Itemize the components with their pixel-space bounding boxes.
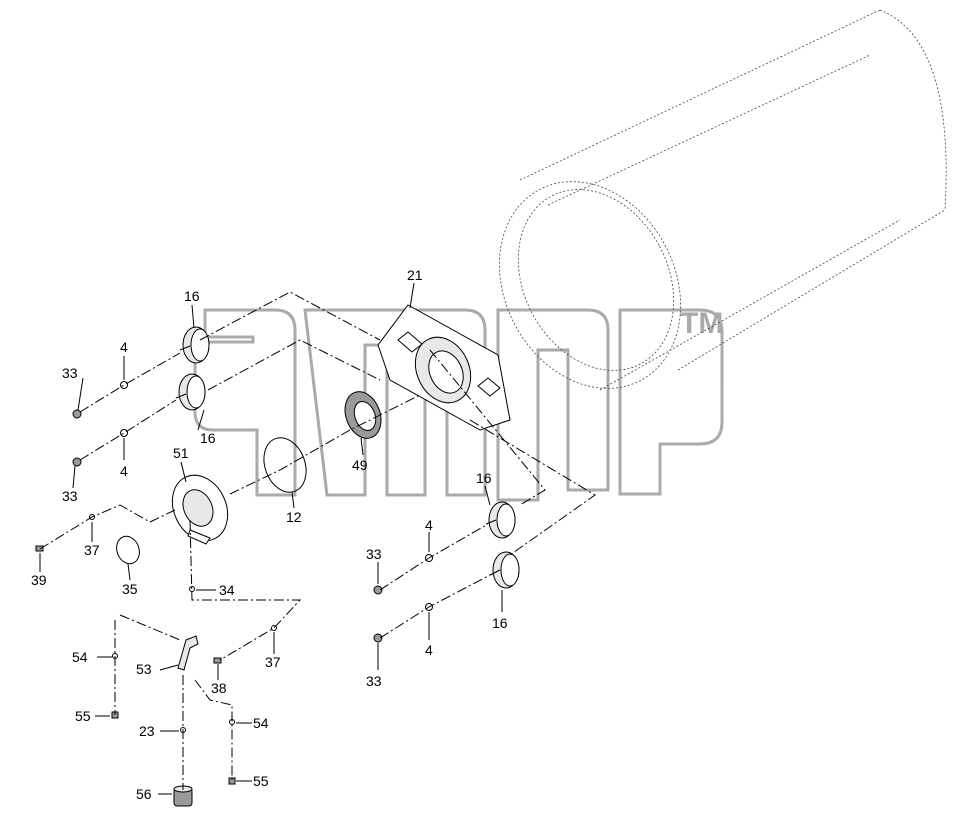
callout-23: 23 xyxy=(139,723,155,739)
callout-4: 4 xyxy=(425,517,433,533)
callout-33: 33 xyxy=(62,488,78,504)
rubber-mount-16-top-left xyxy=(179,326,210,364)
callout-labels: 21 16 4 33 16 4 33 51 12 49 37 39 35 34 … xyxy=(31,267,508,802)
assembly-lines xyxy=(39,291,596,790)
rubber-mount-16-mid-left xyxy=(175,373,206,411)
callout-51: 51 xyxy=(173,445,189,461)
callout-12: 12 xyxy=(286,509,302,525)
callout-21: 21 xyxy=(407,267,423,283)
callout-33: 33 xyxy=(366,673,382,689)
callout-54: 54 xyxy=(72,649,88,665)
drum-cylinder xyxy=(499,9,947,391)
watermark: TM xyxy=(193,307,724,502)
callout-33: 33 xyxy=(62,365,78,381)
callout-35: 35 xyxy=(122,581,138,597)
callout-53: 53 xyxy=(136,661,152,677)
callout-4: 4 xyxy=(120,339,128,355)
callout-37: 37 xyxy=(265,654,281,670)
o-ring-12 xyxy=(263,437,307,493)
callout-16: 16 xyxy=(492,615,508,631)
callout-leaders xyxy=(39,282,503,795)
callout-55: 55 xyxy=(75,708,91,724)
callout-16: 16 xyxy=(200,430,216,446)
rubber-mount-16-bottom-right xyxy=(489,551,520,589)
trademark-text: TM xyxy=(680,307,723,340)
callout-55: 55 xyxy=(253,773,269,789)
flange-51 xyxy=(171,474,229,545)
callout-54: 54 xyxy=(253,715,269,731)
callout-4: 4 xyxy=(425,642,433,658)
rubber-mount-16-top-right xyxy=(485,501,516,539)
callout-56: 56 xyxy=(136,786,152,802)
o-ring-35 xyxy=(116,535,140,565)
callout-4: 4 xyxy=(120,463,128,479)
callout-49: 49 xyxy=(352,457,368,473)
callout-16: 16 xyxy=(184,288,200,304)
callout-39: 39 xyxy=(31,572,47,588)
callout-34: 34 xyxy=(219,582,235,598)
callout-38: 38 xyxy=(211,680,227,696)
seal-49 xyxy=(344,391,382,439)
callout-16: 16 xyxy=(476,470,492,486)
callout-33: 33 xyxy=(366,546,382,562)
callout-37: 37 xyxy=(84,542,100,558)
bracket-53 xyxy=(177,635,199,671)
